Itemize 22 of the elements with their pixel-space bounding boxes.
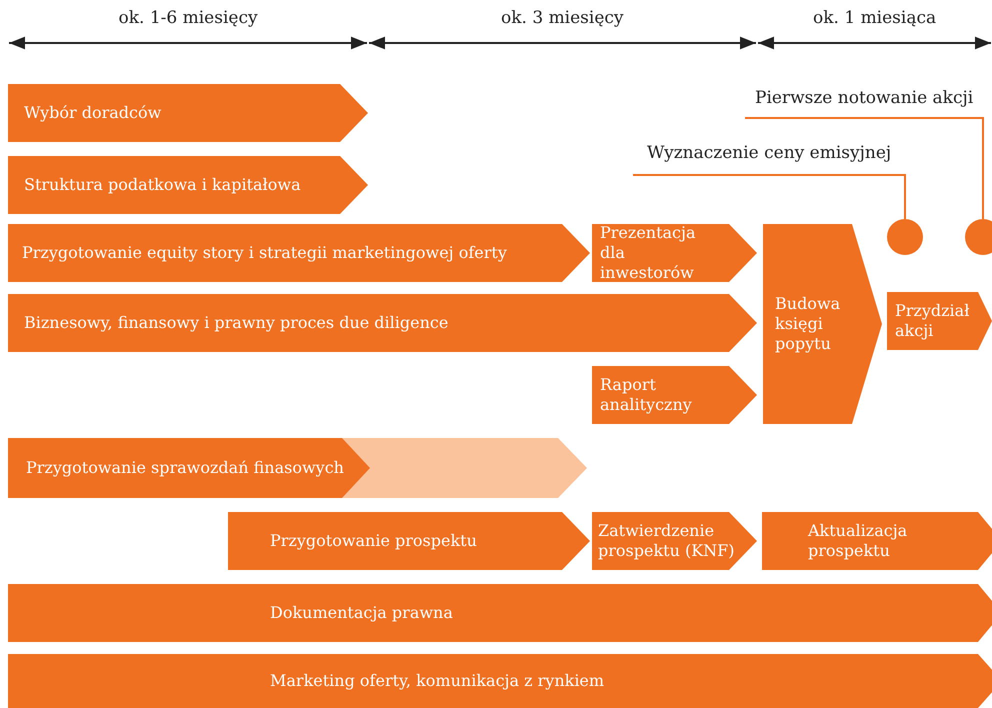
phase-bar: Biznesowy, finansowy i prawny proces due diligence	[8, 294, 757, 352]
phase-bar: Wybór doradców	[8, 84, 368, 142]
phase-bar: Dokumentacja prawna	[8, 584, 992, 642]
phase-bar: Marketing oferty, komunikacja z rynkiem	[8, 654, 992, 708]
duration-label: ok. 3 miesięcy	[501, 8, 624, 28]
phase-bar: Przydział akcji	[887, 292, 992, 350]
phase-bar: Przygotowanie sprawozdań finasowych	[8, 438, 370, 498]
phase-bar: Przygotowanie equity story i strategii marketingowej oferty	[8, 224, 590, 282]
duration-label: ok. 1-6 miesięcy	[118, 8, 258, 28]
milestone-dot	[887, 219, 923, 255]
milestone-label: Wyznaczenie ceny emisyjnej	[633, 143, 901, 175]
phase-bar: Budowa księgi popytu	[763, 224, 882, 424]
milestone-label: Pierwsze notowanie akcji	[745, 88, 985, 118]
duration-label: ok. 1 miesiąca	[813, 8, 936, 28]
phase-bar: Raport analityczny	[592, 366, 757, 424]
phase-bar: Struktura podatkowa i kapitałowa	[8, 156, 368, 214]
phase-bar: Prezentacja dla inwestorów	[592, 224, 757, 282]
leader-line	[745, 117, 984, 219]
leader-line	[633, 174, 906, 219]
phase-bar: Zatwierdzenie prospektu (KNF)	[592, 512, 757, 570]
phase-bar: Przygotowanie prospektu	[228, 512, 590, 570]
phase-bar: Aktualizacja prospektu	[762, 512, 992, 570]
